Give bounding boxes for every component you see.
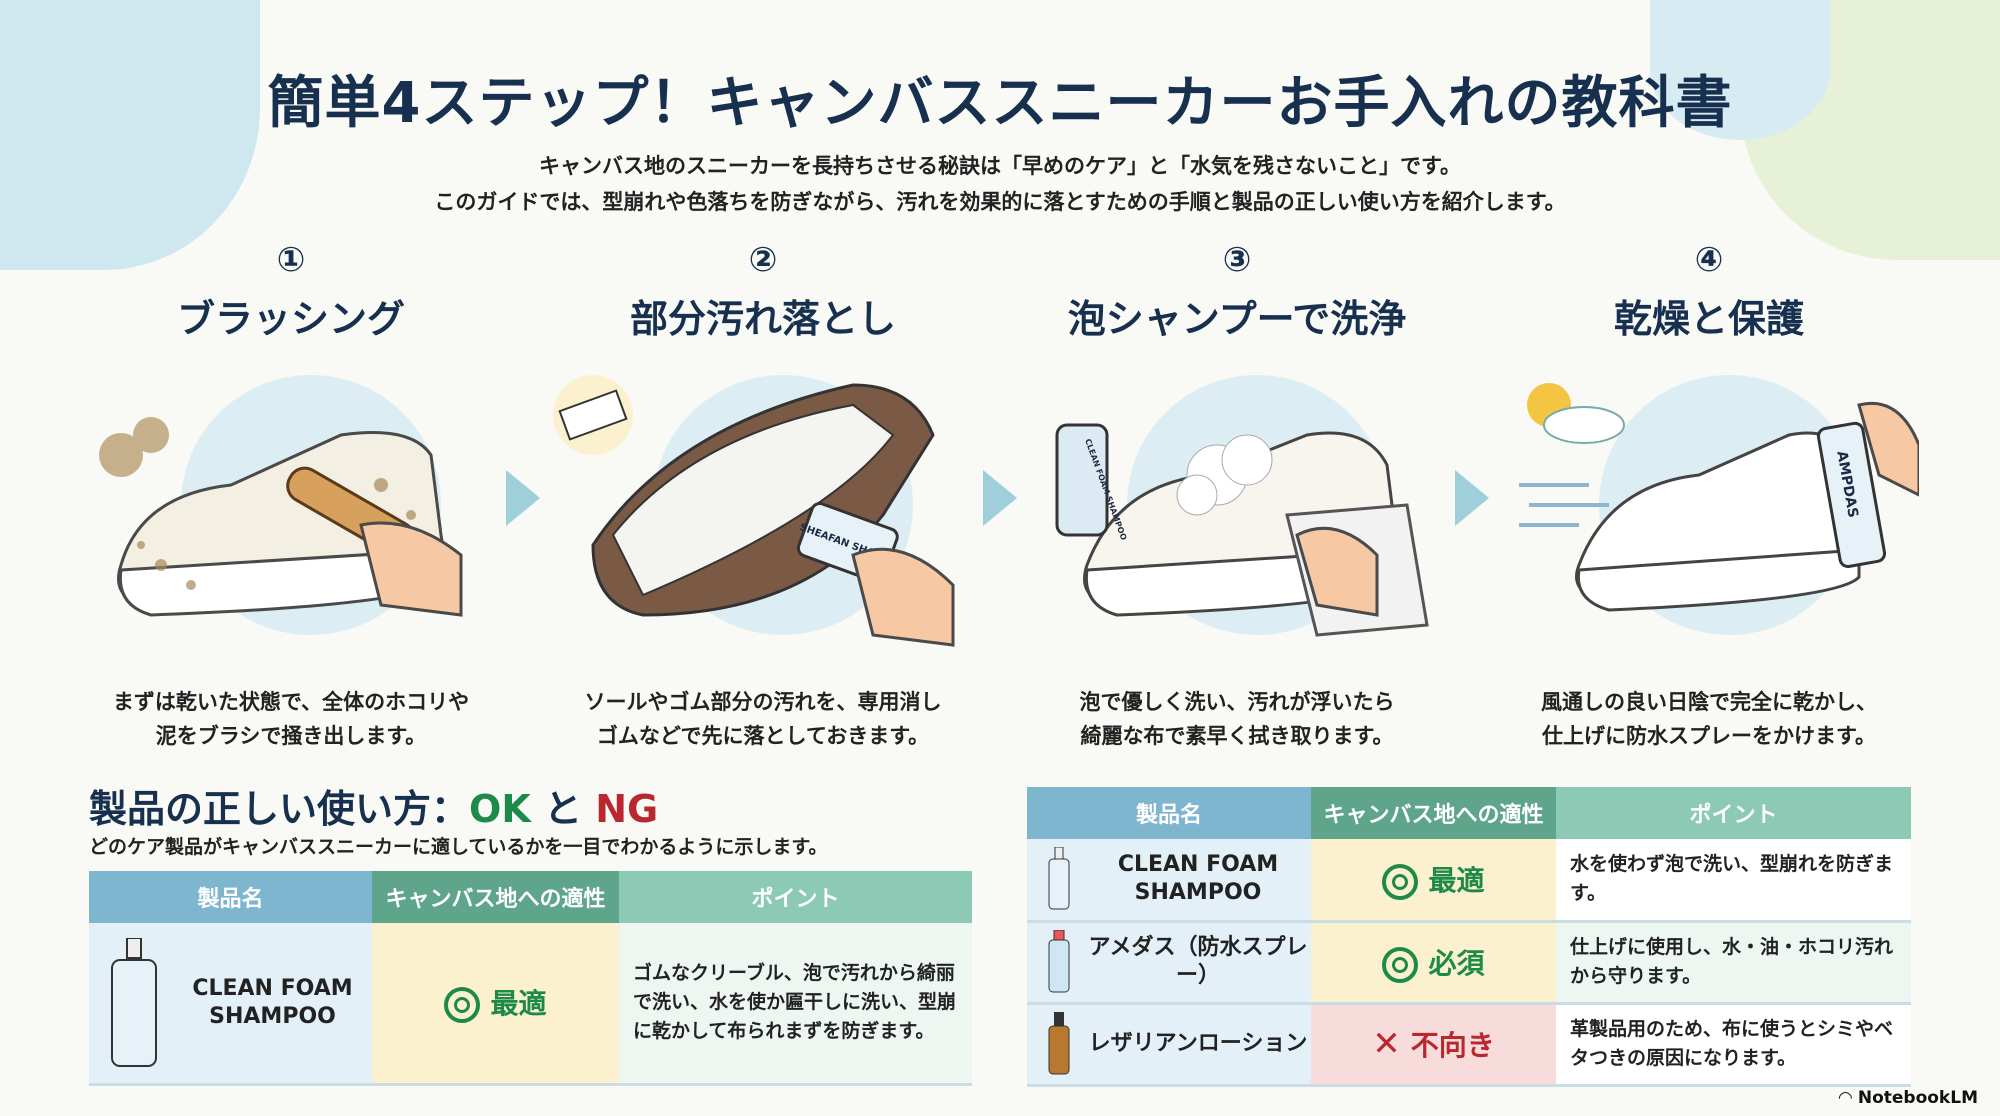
fit-rating: 必須 xyxy=(1428,946,1485,980)
double-circle-icon xyxy=(1382,946,1419,983)
spot-clean-illustration: SHEAFAN SHASER xyxy=(553,365,973,655)
header-point: ポイント xyxy=(1556,787,1911,839)
step-desc: ソールやゴム部分の汚れを、専用消し xyxy=(584,690,942,714)
step-desc: 泥をブラシで掻き出します。 xyxy=(155,724,427,748)
table-row: CLEAN FOAM SHAMPOO 最適 水を使わず泡で洗い、型崩れを防ぎます… xyxy=(1027,839,1911,923)
section-title-text: 製品の正しい使い方： xyxy=(89,787,470,831)
point-text: ゴムなクリーブル、泡で汚れから綺丽で洗い、水を使か匾干しに洗い、型崩に乾かして布… xyxy=(619,923,972,1086)
step-dry-protect: ④ 乾燥と保護 AMPDAS 風通しの良い日陰で完全に乾かし、仕上げに防水スプレ… xyxy=(1489,240,1929,753)
step-spot-clean: ② 部分汚れ落とし SHEAFAN SHASER ソールやゴム部分の汚れを、専用… xyxy=(543,240,983,753)
step-desc: 泡で優しく洗い、汚れが浮いたら xyxy=(1079,690,1395,714)
step-desc: 仕上げに防水スプレーをかけます。 xyxy=(1542,724,1876,748)
fit-rating: 最適 xyxy=(490,987,547,1021)
right-product-table: 製品名キャンバス地への適性ポイント CLEAN FOAM SHAMPOO 最適 … xyxy=(1027,787,1911,1087)
dry-protect-illustration: AMPDAS xyxy=(1499,365,1921,655)
step-number: ④ xyxy=(1694,240,1724,280)
header-product: 製品名 xyxy=(89,871,372,923)
header-fit: キャンバス地への適性 xyxy=(372,871,619,923)
table-row: CLEAN FOAM SHAMPOO 最適 ゴムなクリーブル、泡で汚れから綺丽で… xyxy=(89,923,972,1086)
header-point: ポイント xyxy=(619,871,972,923)
table-row: レザリアンローション ✕ 不向き 革製品用のため、布に使うとシミやベタつきの原因に… xyxy=(1027,1003,1911,1087)
and-label: と xyxy=(530,787,596,831)
step-desc: まずは乾いた状態で、全体のホコリや xyxy=(112,690,470,714)
product-name: アメダス（防水スプレー） xyxy=(1088,935,1308,988)
section-title: 製品の正しい使い方：OK と NG xyxy=(89,778,658,833)
step-heading: 乾燥と保護 xyxy=(1613,297,1804,341)
notebooklm-icon: ◠ xyxy=(1838,1088,1858,1108)
foam-wash-illustration: CLEAN FOAM SHAMPOO xyxy=(1027,365,1447,655)
table-row: アメダス（防水スプレー） 必須 仕上げに使用し、水・油・ホコリ汚れから守ります。 xyxy=(1027,921,1911,1005)
ok-label: OK xyxy=(469,787,531,831)
foam-bottle-icon xyxy=(1048,847,1070,910)
step-desc: 風通しの良い日陰で完全に乾かし、 xyxy=(1541,690,1877,714)
step-number: ③ xyxy=(1222,240,1252,280)
notebooklm-logo: ◠ NotebookLM xyxy=(1839,1088,1978,1108)
point-text: 仕上げに使用し、水・油・ホコリ汚れから守ります。 xyxy=(1556,921,1911,1005)
header-product: 製品名 xyxy=(1027,787,1311,839)
table-header: 製品名キャンバス地への適性ポイント xyxy=(1027,787,1911,839)
subtitle-line: キャンバス地のスニーカーを長持ちさせる秘訣は「早めのケア」と「水気を残さないこと… xyxy=(539,154,1461,178)
double-circle-icon xyxy=(444,987,481,1024)
header-fit: キャンバス地への適性 xyxy=(1311,787,1556,839)
step-heading: ブラッシング xyxy=(176,297,405,341)
next-arrow-icon xyxy=(506,470,540,526)
page-title: 簡単4ステップ！キャンバススニーカーお手入れの教科書 xyxy=(267,71,1733,136)
section-subtitle: どのケア製品がキャンバススニーカーに適しているかを一目でわかるように示します。 xyxy=(89,836,828,858)
step-desc: ゴムなどで先に落としておきます。 xyxy=(596,724,930,748)
subtitle-line: このガイドでは、型崩れや色落ちを防ぎながら、汚れを効果的に落とすための手順と製品… xyxy=(434,190,1566,214)
decor-blob xyxy=(1650,0,1830,140)
fit-rating: 最適 xyxy=(1428,863,1485,897)
foam-bottle-icon xyxy=(111,937,157,1067)
product-name: CLEAN FOAM SHAMPOO xyxy=(1117,852,1279,906)
step-number: ② xyxy=(748,240,778,280)
product-name: CLEAN FOAM SHAMPOO xyxy=(192,975,353,1029)
next-arrow-icon xyxy=(983,470,1017,526)
point-text: 革製品用のため、布に使うとシミやベタつきの原因になります。 xyxy=(1556,1003,1911,1087)
next-arrow-icon xyxy=(1455,470,1489,526)
step-heading: 泡シャンプーで洗浄 xyxy=(1067,297,1407,341)
double-circle-icon xyxy=(1382,863,1419,900)
ng-label: NG xyxy=(595,787,659,831)
step-brushing: ① ブラッシング まずは乾いた状態で、全体のホコリや泥をブラシで掻き出します。 xyxy=(71,240,511,753)
branding-text: NotebookLM xyxy=(1857,1088,1978,1108)
point-text: 水を使わず泡で洗い、型崩れを防ぎます。 xyxy=(1556,839,1911,923)
left-product-table: 製品名キャンバス地への適性ポイント CLEAN FOAM SHAMPOO 最適 … xyxy=(89,871,972,1086)
step-heading: 部分汚れ落とし xyxy=(629,297,896,341)
step-foam-wash: ③ 泡シャンプーで洗浄 CLEAN FOAM SHAMPOO 泡で優しく洗い、汚… xyxy=(1017,240,1457,753)
step-number: ① xyxy=(276,240,306,280)
brushing-illustration xyxy=(81,365,501,655)
step-desc: 綺麗な布で素早く拭き取ります。 xyxy=(1080,724,1394,748)
fit-rating: 不向き xyxy=(1410,1029,1495,1062)
spray-can-icon xyxy=(1048,930,1070,993)
lotion-bottle-icon xyxy=(1048,1012,1070,1075)
cross-icon: ✕ xyxy=(1372,1024,1401,1064)
table-header: 製品名キャンバス地への適性ポイント xyxy=(89,871,972,923)
product-name: レザリアンローション xyxy=(1088,1031,1308,1056)
